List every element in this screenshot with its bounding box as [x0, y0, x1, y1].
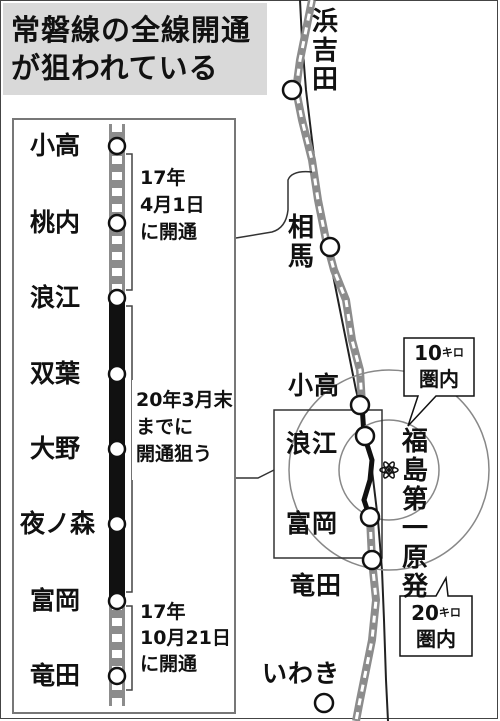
map-label-hamayoshida: 浜 吉 田 [311, 7, 338, 95]
zoom-box [273, 409, 383, 559]
detail-label-futaba: 双葉 [30, 359, 81, 388]
radius-10-unit: キロ [441, 346, 464, 359]
radius-10-suffix: 圏内 [419, 367, 459, 391]
radius-20-suffix: 圏内 [416, 627, 456, 651]
detail-station-ono [107, 439, 127, 459]
detail-label-odaka: 小高 [30, 131, 81, 160]
callout-20km: 20キロ 圏内 [402, 600, 470, 652]
detail-label-tatsuta: 竜田 [30, 661, 81, 690]
map-label-iwaki: いわき [262, 659, 341, 688]
note-north-line1: 17年 [140, 167, 186, 189]
title-line-1: 常磐線の全線開通 [11, 13, 252, 47]
map-station-odaka [349, 394, 371, 416]
map-label-odaka: 小高 [288, 371, 341, 400]
map-station-hamayoshida [281, 79, 303, 101]
callout-20km-shape [399, 575, 473, 657]
map-rail-north-dash [294, 0, 364, 406]
coastline [299, 0, 389, 721]
map-label-tomioka: 富岡 [286, 509, 339, 538]
title-line-2: が狙われている [11, 51, 219, 85]
map-label-tatsuta: 竜田 [290, 571, 343, 600]
note-south-line1: 17年 [140, 601, 186, 623]
zoom-connector [236, 469, 275, 479]
radius-20km-circle [288, 369, 490, 571]
radius-20-unit: キロ [438, 606, 461, 619]
note-middle-line3: 開通狙う [136, 443, 213, 465]
detail-station-futaba [107, 364, 127, 384]
radius-20-value: 20 [411, 601, 439, 625]
detail-station-odaka [107, 136, 127, 156]
note-middle-box [132, 380, 232, 480]
map-station-tomioka [359, 506, 381, 528]
detail-label-momouchi: 桃内 [30, 208, 81, 237]
note-north-line2: 4月1日 [140, 194, 205, 216]
radius-10km-circle [338, 419, 440, 521]
detail-station-tomioka [107, 591, 127, 611]
note-middle-line1: 20年3月末 [136, 389, 233, 411]
bracket-north [126, 153, 133, 291]
detail-label-yonomori: 夜ノ森 [20, 509, 96, 538]
nuclear-plant-icon [379, 461, 399, 479]
map-rail-closed [359, 404, 375, 519]
note-north-line3: に開通 [140, 221, 198, 243]
detail-panel [12, 118, 236, 714]
note-south-line2: 10月21日 [140, 627, 231, 649]
map-station-tatsuta [361, 549, 383, 571]
detail-label-tomioka: 富岡 [30, 586, 81, 615]
callout-10km: 10キロ 圏内 [406, 340, 472, 392]
map-label-soma: 相 馬 [287, 213, 314, 272]
map-station-namie [354, 425, 376, 447]
detail-station-namie [107, 288, 127, 308]
note-middle-line2: までに [136, 416, 194, 438]
map-label-namie: 浪江 [286, 429, 339, 458]
bracket-south [126, 605, 133, 691]
soma-link-line [235, 170, 313, 239]
callout-10km-shape [403, 337, 475, 427]
note-south-line3: に開通 [140, 653, 198, 675]
radius-10-value: 10 [414, 341, 442, 365]
map-station-iwaki [313, 692, 335, 714]
title-box: 常磐線の全線開通 が狙われている [3, 3, 267, 95]
detail-station-yonomori [107, 514, 127, 534]
detail-station-tatsuta [107, 666, 127, 686]
detail-label-ono: 大野 [30, 434, 81, 463]
detail-label-namie: 浪江 [30, 283, 81, 312]
map-station-soma [319, 236, 341, 258]
plant-label: 福 島 第 一 原 発 [401, 427, 428, 602]
detail-station-momouchi [107, 213, 127, 233]
